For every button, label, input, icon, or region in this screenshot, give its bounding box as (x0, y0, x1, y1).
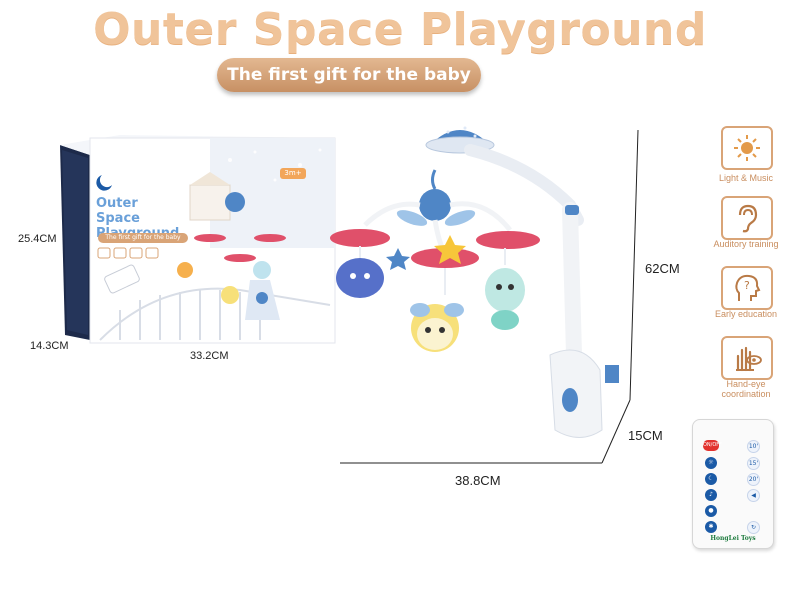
remote-music-button[interactable]: ♪ (705, 489, 717, 501)
package-box (60, 135, 336, 344)
brand-logo (96, 175, 112, 191)
feature-label-early-education: Early education (714, 309, 778, 319)
remote-sun-button[interactable]: ✱ (705, 521, 717, 533)
star-blue (386, 248, 410, 270)
bee-toy-blue (336, 258, 384, 298)
feature-light-music (721, 126, 773, 170)
hand-eye-icon (736, 346, 762, 372)
remote-volume-button[interactable]: ◀ (747, 489, 760, 502)
svg-text:?: ? (744, 279, 750, 292)
product-depth-label: 15CM (628, 428, 663, 443)
sun-icon: ☼ (708, 459, 714, 466)
dimension-lines (340, 129, 639, 464)
cat-toy-mint (485, 268, 525, 312)
package-width-label: 33.2CM (190, 350, 229, 362)
feature-early-education: ? (721, 266, 773, 310)
remote-rotate-button[interactable]: ↻ (747, 521, 760, 534)
ear-icon (738, 204, 758, 233)
music-note-icon: ♪ (709, 491, 713, 498)
moon-icon: ☾ (708, 475, 714, 482)
remote-brand: HongLei Toys (710, 535, 756, 542)
feature-auditory (721, 196, 773, 240)
age-badge: 3m+ (284, 169, 302, 177)
speaker-icon: ◀ (751, 492, 756, 499)
parasol-right (476, 231, 540, 249)
feature-label-light-music: Light & Music (718, 173, 774, 183)
subtitle-banner: The first gift for the baby (217, 58, 481, 92)
product-height-label: 62CM (645, 261, 680, 276)
rotate-icon: ↻ (750, 524, 757, 531)
remote-timer-20-button[interactable]: 20' (747, 473, 760, 486)
remote-moon-button[interactable]: ☾ (705, 473, 717, 485)
remote-power-button[interactable]: ON/OFF (703, 440, 722, 451)
feature-hand-eye (721, 336, 773, 380)
remote-drop-button[interactable]: ● (705, 505, 717, 517)
package-height-label: 25.4CM (18, 233, 57, 245)
remote-control: ON/OFF 10' ☼ 15' ☾ 20' ♪ ◀ ● ✱ ↻ HongLei… (692, 419, 774, 549)
page-title: Outer Space Playground (93, 4, 707, 55)
feature-label-auditory: Auditory training (713, 239, 779, 249)
drop-icon: ● (708, 507, 714, 514)
question-head-icon: ? (735, 274, 761, 301)
package-tagline: The first gift for the baby (98, 233, 188, 243)
feature-label-hand-eye: Hand-eye coordination (721, 379, 771, 399)
star-yellow (434, 235, 466, 264)
package-depth-label: 14.3CM (30, 340, 69, 352)
baby-mobile-product (330, 126, 639, 464)
sun-icon: ✱ (708, 523, 714, 530)
sun-icon (734, 135, 760, 161)
remote-timer-15-button[interactable]: 15' (747, 457, 760, 470)
product-width-label: 38.8CM (455, 473, 501, 488)
hanger-hub (419, 189, 451, 221)
remote-light-button[interactable]: ☼ (705, 457, 717, 469)
remote-timer-10-button[interactable]: 10' (747, 440, 760, 453)
parasol-left (330, 229, 390, 247)
